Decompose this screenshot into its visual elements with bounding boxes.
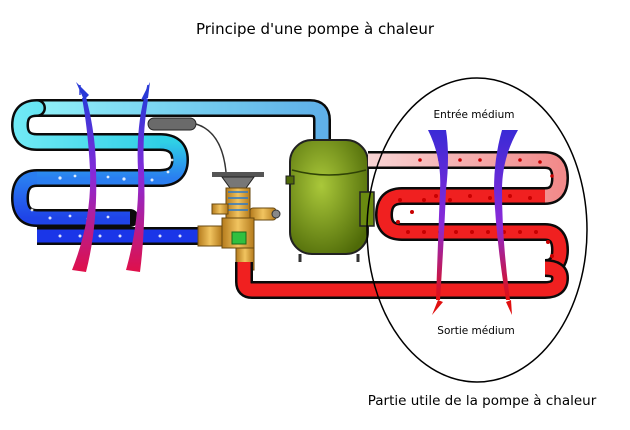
inlet-label: Entrée médium [434, 109, 515, 121]
expansion-valve [197, 172, 281, 271]
medium-flows [428, 130, 518, 315]
useful-part-boundary [366, 77, 588, 383]
up-arrow-icon [76, 82, 89, 100]
down-arrow-icon [506, 300, 512, 315]
diagram-title: Principe d'une pompe à chaleur [196, 20, 435, 38]
useful-part-label: Partie utile de la pompe à chaleur [368, 393, 597, 409]
down-arrow-icon [432, 300, 443, 315]
thermostatic-bulb [147, 117, 227, 173]
condenser-coil [235, 151, 570, 299]
up-arrow-icon [141, 82, 150, 100]
cold-air-flows [72, 82, 150, 272]
outlet-label: Sortie médium [437, 325, 514, 337]
compressor [285, 139, 375, 262]
